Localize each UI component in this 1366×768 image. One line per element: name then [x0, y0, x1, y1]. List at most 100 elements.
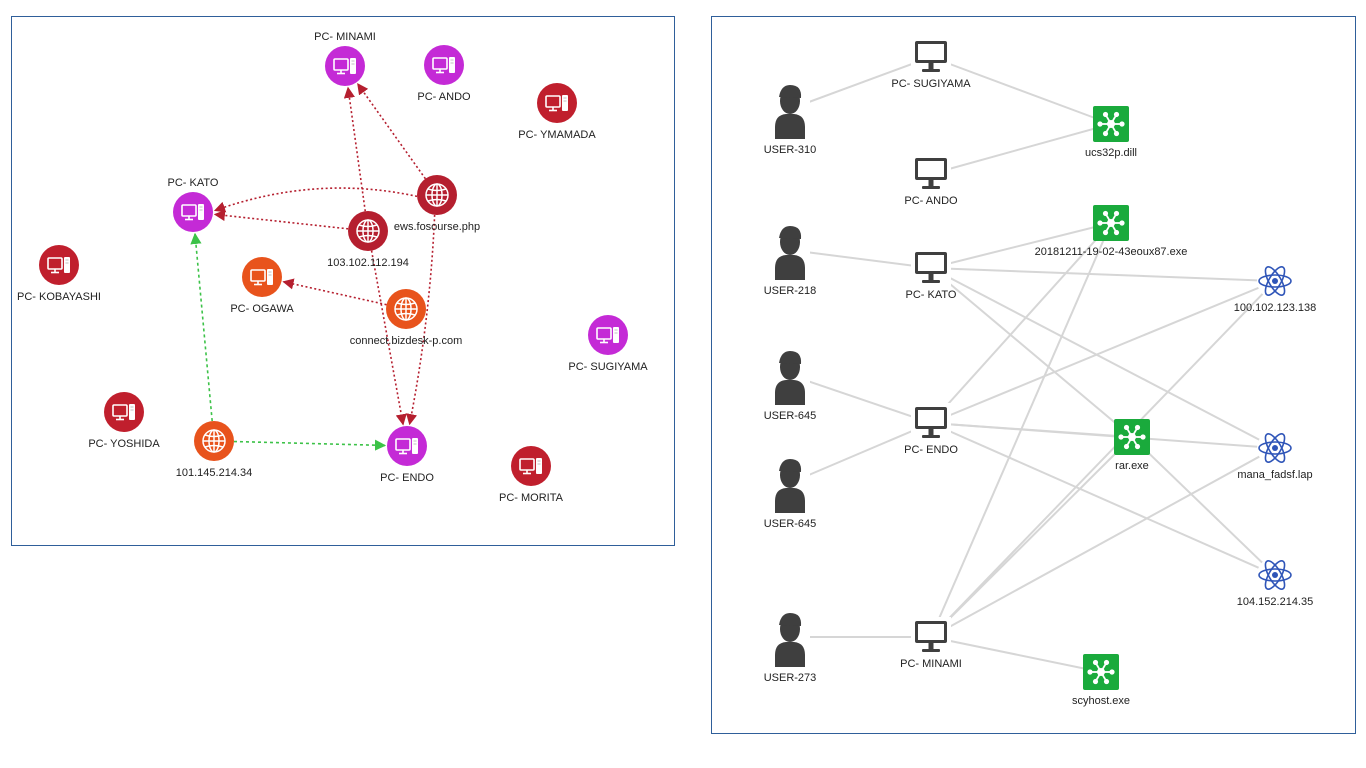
relation-node-u310[interactable]: USER-310: [764, 79, 817, 156]
threat-node-ip103[interactable]: 103.102.112.194: [327, 211, 409, 269]
threat-node-yoshida[interactable]: PC- YOSHIDA: [88, 392, 160, 450]
relation-edge-u218-to-rkato[interactable]: [789, 249, 932, 269]
relation-edge-rendo-to-ip100[interactable]: [930, 280, 1276, 424]
network-file-icon: [1083, 654, 1119, 690]
relation-node-label: 20181211-19-02-43eoux87.exe: [1035, 246, 1188, 258]
threat-node-ogawa[interactable]: PC- OGAWA: [230, 257, 294, 315]
relation-edge-rkato-to-f2018[interactable]: [930, 222, 1112, 269]
threat-node-morita[interactable]: PC- MORITA: [499, 446, 564, 504]
relation-node-label: rar.exe: [1115, 460, 1149, 472]
threat-node-label: PC- KOBAYASHI: [17, 291, 101, 303]
relation-node-ucs[interactable]: ucs32p.dill: [1085, 106, 1137, 159]
relation-node-ip100[interactable]: 100.102.123.138: [1234, 263, 1317, 314]
relation-node-label: USER-645: [764, 518, 817, 530]
relation-edge-rkato-to-mana[interactable]: [930, 267, 1276, 449]
relation-node-label: USER-273: [764, 672, 817, 684]
threat-edge-ews-to-endo[interactable]: [406, 214, 436, 426]
threat-node-label: PC- MINAMI: [314, 31, 376, 43]
relation-node-rando[interactable]: PC- ANDO: [904, 154, 958, 207]
relation-node-u645a[interactable]: USER-645: [764, 345, 817, 422]
relation-node-label: mana_fadsf.lap: [1237, 469, 1312, 481]
threat-node-label: PC- KATO: [168, 177, 219, 189]
threat-node-kobayashi[interactable]: PC- KOBAYASHI: [17, 245, 101, 303]
threat-edge-connect-to-ogawa[interactable]: [282, 278, 387, 306]
relation-node-scy[interactable]: scyhost.exe: [1072, 654, 1130, 707]
relation-edge-rar-to-ip104[interactable]: [1131, 436, 1276, 576]
relation-edge-rando-to-ucs[interactable]: [930, 123, 1112, 175]
relation-edge-rkato-to-rar[interactable]: [930, 267, 1133, 438]
user-icon: [770, 220, 810, 282]
threat-edge-ip103-to-minami[interactable]: [343, 86, 367, 212]
threat-edge-ip101-to-endo[interactable]: [233, 439, 387, 451]
computer-icon: [181, 204, 204, 221]
relation-node-label: 104.152.214.35: [1237, 596, 1313, 608]
computer-icon: [596, 327, 619, 344]
relation-node-rar[interactable]: rar.exe: [1114, 419, 1150, 472]
threat-edge-ip103-to-kato[interactable]: [213, 209, 349, 230]
threat-node-ymamada[interactable]: PC- YMAMADA: [518, 83, 596, 141]
threat-graph-canvas: PC- MINAMI PC- ANDO PC- YMAMADA PC- KATO ews…: [17, 31, 648, 504]
relation-node-rsugi[interactable]: PC- SUGIYAMA: [891, 37, 971, 90]
relation-node-rminami[interactable]: PC- MINAMI: [900, 617, 962, 670]
globe-icon: [202, 429, 226, 453]
computer-icon: [250, 269, 273, 286]
threat-node-sugiyama[interactable]: PC- SUGIYAMA: [568, 315, 648, 373]
relation-node-label: scyhost.exe: [1072, 695, 1130, 707]
relation-edge-rminami-to-f2018[interactable]: [930, 222, 1112, 638]
relation-node-u645b[interactable]: USER-645: [764, 453, 817, 530]
threat-node-label: 101.145.214.34: [176, 467, 252, 479]
threat-edge-ews-to-minami[interactable]: [357, 82, 427, 180]
relation-node-ip104[interactable]: 104.152.214.35: [1237, 557, 1313, 608]
relation-node-mana[interactable]: mana_fadsf.lap: [1237, 430, 1313, 481]
threat-node-label: PC- ANDO: [417, 91, 471, 103]
threat-node-ando[interactable]: PC- ANDO: [417, 45, 471, 103]
relation-edge-rendo-to-ip104[interactable]: [930, 422, 1276, 576]
relation-edge-rendo-to-f2018[interactable]: [930, 222, 1112, 424]
relation-edge-rkato-to-ip100[interactable]: [930, 267, 1276, 282]
relation-node-label: USER-218: [764, 285, 817, 297]
relation-edge-rendo-to-mana[interactable]: [930, 422, 1276, 449]
threat-node-label: PC- OGAWA: [230, 303, 294, 315]
threat-node-label: PC- MORITA: [499, 492, 564, 504]
relation-node-u273[interactable]: USER-273: [764, 607, 817, 684]
threat-node-ews[interactable]: ews.fosourse.php: [394, 175, 480, 233]
computer-icon: [545, 95, 568, 112]
relation-node-label: PC- ANDO: [904, 195, 958, 207]
relation-node-label: PC- ENDO: [904, 444, 958, 456]
network-file-icon: [1093, 205, 1129, 241]
monitor-icon: [911, 403, 951, 441]
relation-node-rkato[interactable]: PC- KATO: [906, 248, 957, 301]
monitor-icon: [911, 248, 951, 286]
computer-icon: [333, 58, 356, 75]
threat-edge-ip101-to-kato[interactable]: [190, 232, 213, 422]
globe-icon: [394, 297, 418, 321]
relation-edge-u645b-to-rendo[interactable]: [789, 422, 932, 484]
relation-edge-rminami-to-mana[interactable]: [930, 447, 1276, 638]
threat-node-minami[interactable]: PC- MINAMI: [314, 31, 376, 86]
relation-edge-rminami-to-ip100[interactable]: [930, 280, 1276, 638]
threat-node-connect[interactable]: connect.bizdesk-p.com: [350, 289, 463, 347]
relation-edge-rsugi-to-ucs[interactable]: [930, 56, 1112, 125]
globe-icon: [425, 183, 449, 207]
relation-node-rendo[interactable]: PC- ENDO: [904, 403, 958, 456]
threat-node-endo[interactable]: PC- ENDO: [380, 426, 434, 484]
relation-node-f2018[interactable]: 20181211-19-02-43eoux87.exe: [1035, 205, 1188, 258]
atom-icon: [1257, 557, 1293, 593]
relation-edge-rminami-to-scy[interactable]: [930, 636, 1102, 673]
threat-node-label: PC- YOSHIDA: [88, 438, 160, 450]
computer-icon: [47, 257, 70, 274]
relation-node-label: 100.102.123.138: [1234, 302, 1317, 314]
relation-edge-u645a-to-rendo[interactable]: [789, 374, 932, 424]
network-file-icon: [1114, 419, 1150, 455]
computer-icon: [112, 404, 135, 421]
relation-edge-u310-to-rsugi[interactable]: [789, 56, 932, 110]
threat-node-kato[interactable]: PC- KATO: [168, 177, 219, 232]
threat-node-label: connect.bizdesk-p.com: [350, 335, 463, 347]
threat-edge-ews-to-kato[interactable]: [213, 187, 418, 213]
host-relationship-canvas: USER-310USER-218USER-645USER-645USER-273…: [764, 37, 1317, 707]
relation-node-u218[interactable]: USER-218: [764, 220, 817, 297]
threat-node-label: PC- SUGIYAMA: [568, 361, 648, 373]
relation-node-label: ucs32p.dill: [1085, 147, 1137, 159]
threat-node-ip101[interactable]: 101.145.214.34: [176, 421, 252, 479]
